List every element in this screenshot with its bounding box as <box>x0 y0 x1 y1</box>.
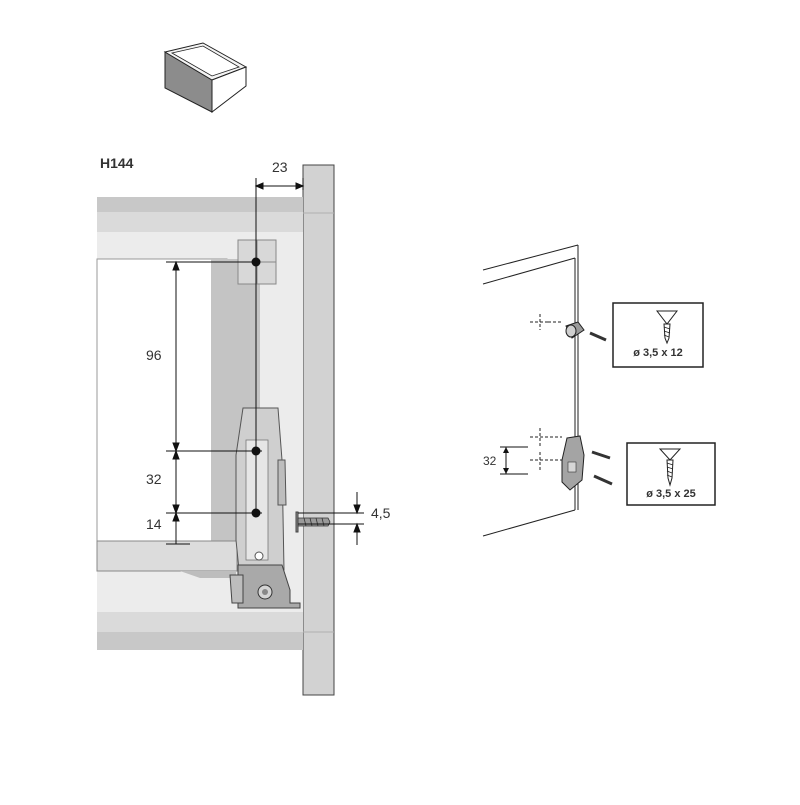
dimension-lines <box>166 178 364 545</box>
dim-vertical-96: 96 <box>146 347 162 363</box>
hole-markers <box>251 257 261 518</box>
dim-screw-offset: 4,5 <box>371 505 391 521</box>
top-rail <box>97 197 303 232</box>
dim-top-offset: 23 <box>272 159 288 175</box>
drawer-front-perspective <box>482 244 579 537</box>
screw-label-12: ø 3,5 x 12 <box>633 347 683 359</box>
cabinet-side-panel <box>302 164 335 696</box>
dim-vertical-32: 32 <box>146 471 162 487</box>
bottom-rail <box>97 612 303 650</box>
screw-icon <box>658 448 682 487</box>
dim-clip-spacing: 32 <box>483 454 497 468</box>
drawer-icon <box>163 42 248 114</box>
dim-vertical-14: 14 <box>146 516 162 532</box>
lower-fitting <box>500 428 613 491</box>
model-label: H144 <box>100 155 134 171</box>
screw-box-large: ø 3,5 x 25 <box>626 442 716 506</box>
screw-label-25: ø 3,5 x 25 <box>646 488 696 500</box>
screw-icon <box>655 310 679 345</box>
upper-fitting <box>530 314 607 342</box>
screw-box-small: ø 3,5 x 12 <box>612 302 704 368</box>
